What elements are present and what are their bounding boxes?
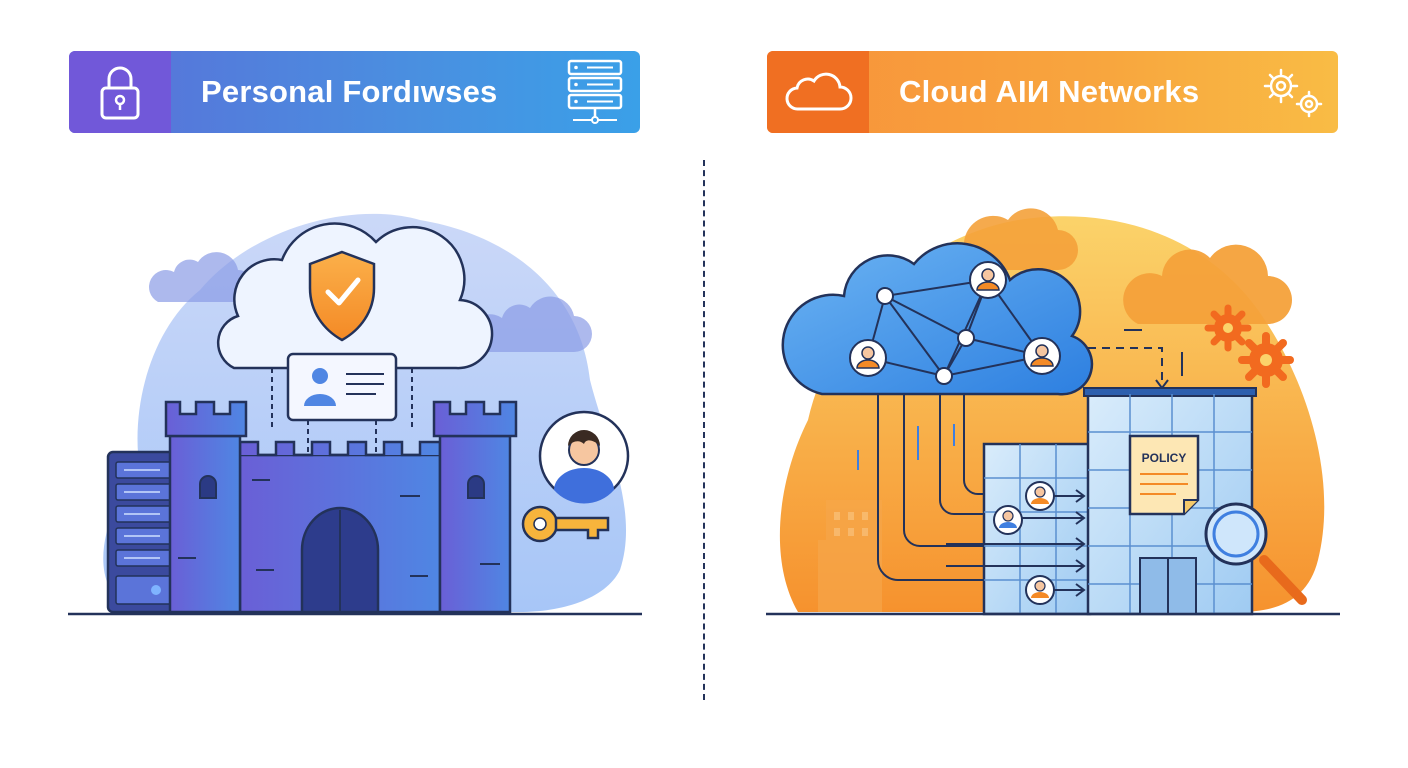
right-banner-title: Cloud AIИ Networks bbox=[899, 74, 1200, 109]
left-banner-icon-block bbox=[69, 51, 171, 133]
small-cloud-left bbox=[149, 252, 254, 302]
small-cloud-right bbox=[469, 296, 592, 352]
flow-user-icons bbox=[993, 481, 1055, 605]
right-banner: Cloud AIИ Networks bbox=[767, 51, 1338, 133]
right-banner-end bbox=[1248, 51, 1338, 133]
right-banner-icon-block bbox=[767, 51, 869, 133]
center-divider bbox=[703, 160, 705, 700]
left-banner-end bbox=[550, 51, 640, 133]
key-icon bbox=[521, 505, 610, 543]
policy-document: POLICY bbox=[1128, 434, 1200, 516]
padlock-icon bbox=[100, 66, 140, 120]
cloud-network-illustration: POLICY bbox=[758, 180, 1348, 630]
fortress-illustration bbox=[60, 180, 650, 630]
left-banner: Personal Fordıwses bbox=[69, 51, 640, 133]
cloud-icon bbox=[785, 72, 853, 111]
security-shield-icon bbox=[308, 250, 376, 342]
server-rack bbox=[106, 450, 186, 614]
magnifier-icon bbox=[1204, 502, 1307, 605]
orange-cloud-right bbox=[1123, 244, 1292, 324]
user-avatar bbox=[538, 410, 630, 504]
left-banner-title: Personal Fordıwses bbox=[201, 74, 498, 109]
policy-label: POLICY bbox=[1142, 451, 1187, 465]
gears-icon bbox=[1263, 68, 1323, 118]
gear-icons bbox=[1204, 304, 1294, 388]
id-card-icon bbox=[286, 352, 398, 422]
castle bbox=[164, 400, 518, 614]
server-rack-icon bbox=[567, 59, 623, 124]
user-node-icons bbox=[849, 261, 1061, 377]
